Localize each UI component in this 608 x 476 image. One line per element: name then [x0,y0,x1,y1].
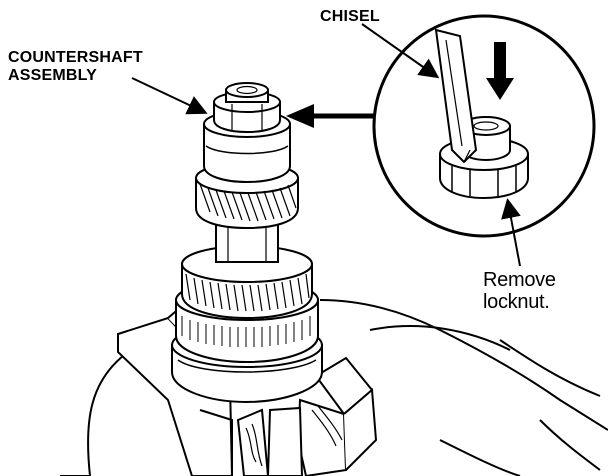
helical-gear-teeth [199,183,297,222]
countershaft-leader-arrow [131,77,208,115]
countershaft-assembly [171,82,323,404]
remove-label-line1: Remove [483,269,556,291]
synchro-teeth [181,316,311,347]
countershaft-label-line2: ASSEMBLY [8,67,98,84]
lower-gear-teeth [185,273,310,312]
countershaft-label-line1: COUNTERSHAFT [8,49,143,66]
vise-jaws [117,310,378,476]
locknut-detail-view [372,14,596,238]
remove-locknut-label: Remove locknut. [483,269,556,313]
chisel-label: CHISEL [320,8,380,26]
chisel-leader-line [361,23,440,79]
remove-locknut-leader-line [501,198,521,267]
detail-pointer-arrow [286,104,380,128]
remove-label-line2: locknut. [483,291,550,313]
chisel [434,28,478,164]
strike-direction-arrow [486,42,514,100]
countershaft-assembly-label: COUNTERSHAFT ASSEMBLY [8,49,143,85]
chisel-label-text: CHISEL [320,8,380,25]
